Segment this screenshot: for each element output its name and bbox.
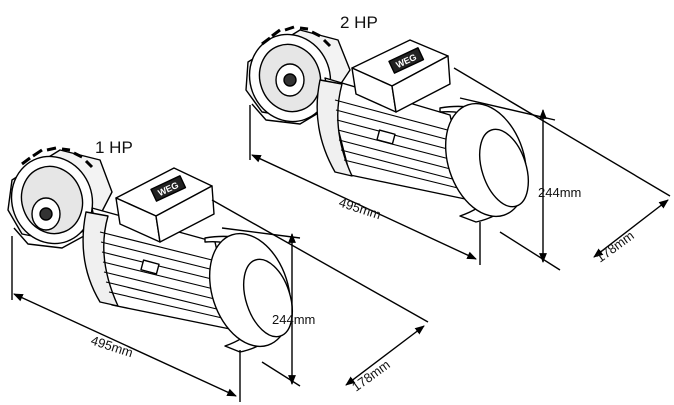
width-dimension-line-1hp [345,325,425,386]
dimensions-2hp [249,67,671,271]
length-label-2hp: 495mm [337,195,383,223]
dimensions-1hp [11,199,429,402]
length-label-1hp: 495mm [89,333,135,361]
extension-line [221,227,301,239]
extension-line [211,199,429,323]
height-label-2hp: 244mm [538,185,581,200]
width-label-2hp: 178mm [593,228,637,266]
height-label-1hp: 244mm [272,312,315,327]
motor-2hp: WEG [245,25,530,223]
gearbox-2hp [245,25,351,125]
extension-line [453,67,671,197]
extension-line [261,361,301,387]
width-dimension-line-2hp [593,199,669,258]
terminal-box-2hp: WEG [351,39,451,113]
terminal-box-1hp: WEG [115,167,215,243]
length-dimension-line-2hp [251,154,477,260]
gearbox-1hp [7,146,113,249]
width-label-1hp: 178mm [349,357,393,395]
motor-1hp-label: 1 HP [95,138,133,157]
extension-line [499,231,561,271]
motor-1hp: WEG [7,146,294,353]
motor-2hp-label: 2 HP [340,13,378,32]
length-dimension-line-1hp [13,293,237,397]
